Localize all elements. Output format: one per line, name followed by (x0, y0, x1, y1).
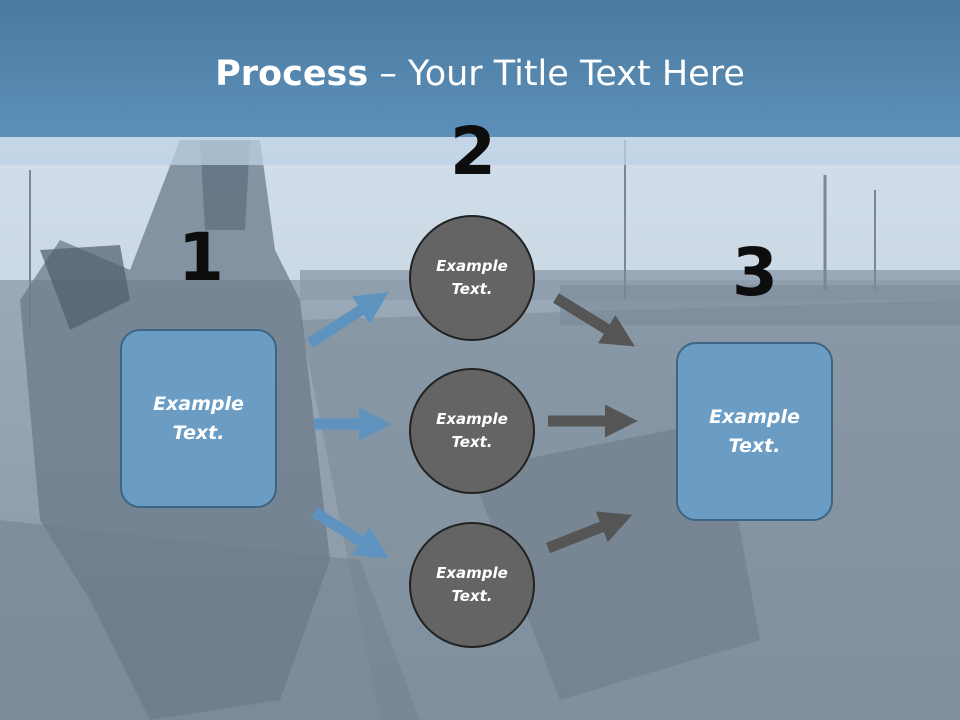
arrow-1-to-2c (311, 507, 389, 559)
step-1-number: 1 (178, 219, 224, 296)
step-2-circle-middle-text: Example Text. (436, 410, 508, 451)
arrow-1-to-2a (307, 292, 389, 348)
title-bar-accent (0, 137, 960, 165)
title-rest: – Your Title Text Here (368, 54, 745, 94)
step-2-number: 2 (450, 113, 496, 190)
step-2-circle-top: Example Text. (409, 215, 535, 341)
arrow-2c-to-3 (545, 511, 633, 554)
step-2-circle-bottom-text: Example Text. (436, 564, 508, 605)
step-2-circle-bottom: Example Text. (409, 522, 535, 648)
step-3-text: Example Text. (709, 405, 800, 457)
step-3-box: Example Text. (676, 342, 833, 521)
title-bold: Process (215, 54, 369, 94)
step-2-circle-middle: Example Text. (409, 368, 535, 494)
step-1-text: Example Text. (153, 392, 244, 444)
step-2-circle-top-text: Example Text. (436, 257, 508, 298)
arrow-2a-to-3 (553, 293, 635, 347)
slide-title: Process – Your Title Text Here (0, 50, 960, 98)
step-1-box: Example Text. (120, 329, 277, 508)
title-bar (0, 0, 960, 137)
step-3-number: 3 (732, 234, 778, 311)
